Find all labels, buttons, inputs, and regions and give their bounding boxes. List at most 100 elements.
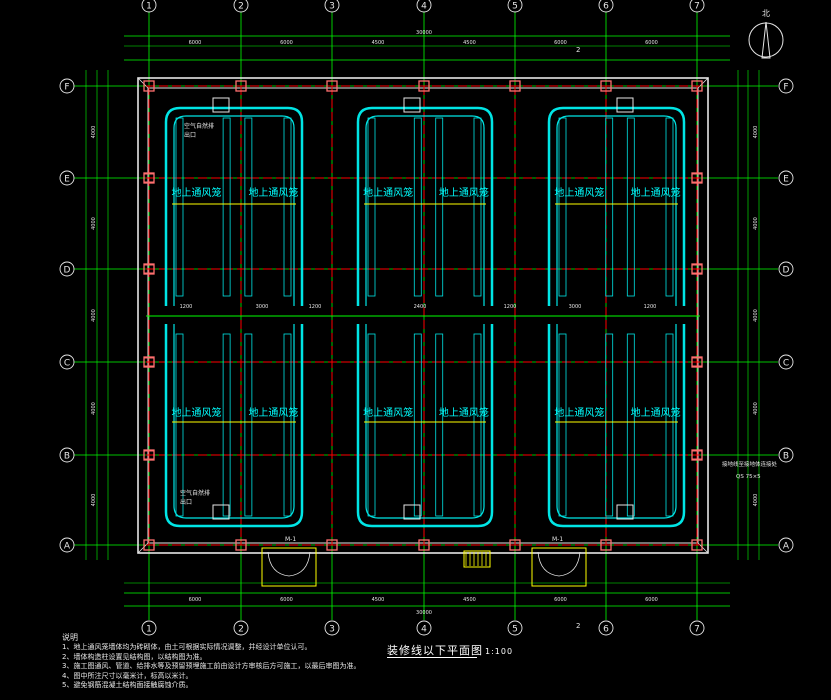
dim-bottom-0: 6000 — [189, 597, 202, 603]
grid-bubble-row-5-0 — [59, 447, 75, 463]
dim-bottom-total: 30000 — [416, 610, 432, 616]
side-column-4 — [691, 173, 703, 183]
vent-tube-inner-1-1 — [365, 324, 485, 519]
partition-wall-2-0-3 — [665, 117, 674, 297]
dim-right-4: 4000 — [753, 494, 759, 507]
partition-wall-2-1-0 — [558, 333, 567, 517]
north-arrow-circle — [748, 22, 784, 58]
side-column-2 — [143, 357, 155, 367]
room-label-6: 地上通风笼 — [363, 406, 413, 419]
partition-wall-1-0-2 — [435, 117, 444, 297]
dim-bottom-3: 4500 — [463, 597, 476, 603]
partition-wall-2-1-1 — [605, 333, 614, 517]
dim-bottom-1: 6000 — [280, 597, 293, 603]
partition-wall-0-0-0 — [175, 117, 184, 297]
partition-wall-1-1-2 — [435, 333, 444, 517]
partition-wall-0-0-2 — [244, 117, 253, 297]
vent-tube-0-0 — [164, 106, 304, 306]
grid-bubble-col-3-1 — [324, 620, 340, 636]
vent-tube-2-1 — [547, 324, 686, 528]
grid-bubble-row-2-0 — [59, 170, 75, 186]
door-label-1: M-1 — [285, 536, 296, 543]
room-label-2: 地上通风笼 — [172, 406, 222, 419]
grid-bubble-row-2-1 — [778, 170, 794, 186]
grid-label-row-6-1: A — [783, 542, 790, 552]
grid-bubble-col-2-1 — [233, 620, 249, 636]
dim-right-1: 4000 — [753, 217, 759, 230]
grid-label-row-1-0: F — [64, 83, 69, 93]
column-0-0 — [143, 80, 155, 92]
title-underline — [387, 657, 477, 658]
grid-bubble-col-5-0 — [507, 0, 523, 13]
grid-label-row-6-0: A — [64, 542, 71, 552]
grid-bubble-col-6-1 — [598, 620, 614, 636]
note-item-5: 5、避免钢筋混凝土结构面接触腐蚀介质。 — [62, 681, 193, 690]
drawing-title: 装修线以下平面图 — [387, 644, 483, 657]
grid-label-col-6-1: 6 — [603, 625, 609, 635]
grid-bubble-col-7-0 — [689, 0, 705, 13]
partition-wall-1-1-1 — [413, 333, 422, 517]
dim-top-2: 4500 — [372, 40, 385, 46]
column-2-5 — [326, 539, 338, 551]
grid-label-col-2-1: 2 — [238, 625, 244, 635]
grid-label-row-2-1: E — [783, 175, 789, 185]
partition-wall-0-1-2 — [244, 333, 253, 517]
north-label: 北 — [762, 9, 770, 18]
door-swing-b-0 — [288, 551, 311, 577]
stair-box — [463, 550, 491, 568]
note-item-1: 1、地上通风笼墙体均为砖砌体，由土可根据实际情况调整，并经设计单位认可。 — [62, 643, 312, 652]
room-label-5: 地上通风笼 — [439, 186, 489, 199]
partition-wall-2-1-2 — [626, 333, 635, 517]
vent-opening-4 — [403, 504, 421, 520]
grid-bubble-row-3-0 — [59, 261, 75, 277]
dim-top-1: 6000 — [280, 40, 293, 46]
column-5-5 — [600, 539, 612, 551]
partition-wall-1-0-1 — [413, 117, 422, 297]
grid-bubble-row-1-1 — [778, 78, 794, 94]
dim-top-5: 6000 — [645, 40, 658, 46]
vent-note-top: 空气自然排 — [184, 122, 214, 130]
grid-bubble-row-4-0 — [59, 354, 75, 370]
dim-mid-2: 1200 — [309, 304, 322, 310]
dim-right-3: 4000 — [753, 402, 759, 415]
grid-bubble-row-5-1 — [778, 447, 794, 463]
dim-left-1: 4000 — [91, 217, 97, 230]
dim-top-3: 4500 — [463, 40, 476, 46]
column-3-5 — [418, 539, 430, 551]
column-6-0 — [691, 80, 703, 92]
notes-heading: 说明 — [62, 633, 78, 642]
column-3-0 — [418, 80, 430, 92]
partition-wall-1-0-3 — [473, 117, 482, 297]
partition-wall-1-1-3 — [473, 333, 482, 517]
partition-wall-2-0-1 — [605, 117, 614, 297]
grid-label-row-5-0: B — [64, 452, 70, 462]
dim-mid-1: 3000 — [256, 304, 269, 310]
grid-label-col-7-1: 7 — [694, 625, 700, 635]
dim-left-3: 4000 — [91, 402, 97, 415]
dim-left-0: 4000 — [91, 126, 97, 139]
room-label-7: 地上通风笼 — [439, 406, 489, 419]
dim-top-total: 30000 — [416, 30, 432, 36]
grid-label-row-3-0: D — [64, 266, 71, 276]
door-swing-b-1 — [558, 551, 581, 577]
grid-bubble-row-6-0 — [59, 537, 75, 553]
dim-left-2: 4000 — [91, 309, 97, 322]
partition-wall-2-0-0 — [558, 117, 567, 297]
room-label-11: 地上通风笼 — [631, 406, 681, 419]
grid-bubble-row-6-1 — [778, 537, 794, 553]
dim-left-4: 4000 — [91, 494, 97, 507]
vent-tube-1-0 — [356, 106, 494, 306]
outer-wall — [137, 77, 709, 554]
dim-mid-6: 1200 — [644, 304, 657, 310]
door-label-2: M-1 — [552, 536, 563, 543]
door-swing-a-0 — [267, 551, 290, 577]
dim-bottom-2: 4500 — [372, 597, 385, 603]
grid-bubble-col-4-0 — [416, 0, 432, 13]
side-column-3 — [143, 450, 155, 460]
grid-bubble-col-1-0 — [141, 0, 157, 13]
grid-label-row-3-1: D — [783, 266, 790, 276]
grid-label-col-5-1: 5 — [512, 625, 518, 635]
side-column-7 — [691, 450, 703, 460]
grid-label-col-3-1: 3 — [329, 625, 335, 635]
